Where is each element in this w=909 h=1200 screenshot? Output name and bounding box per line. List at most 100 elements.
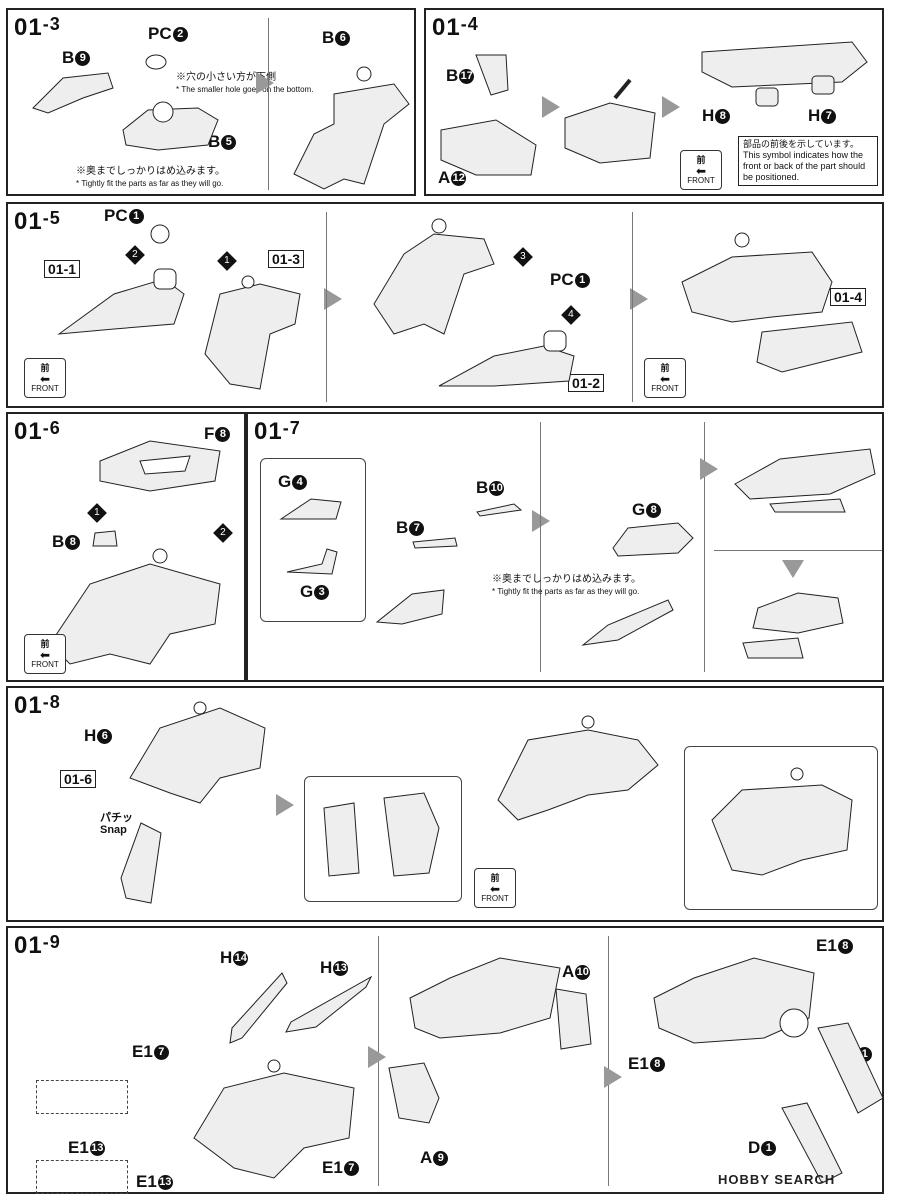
divider	[632, 212, 633, 402]
marker-3: 3	[513, 247, 533, 267]
front-symbol: 前⬅FRONT	[474, 868, 516, 908]
part-illustration-h8	[755, 87, 779, 107]
marker-1: 1	[217, 251, 237, 271]
part-illustration-g4	[279, 498, 342, 520]
part-illustration-a10	[555, 988, 592, 1050]
part-illustration-pc1	[150, 224, 170, 244]
step-label: 01-9	[14, 932, 61, 959]
part-illustration-body	[129, 701, 266, 804]
arrow-next	[276, 794, 294, 816]
marker-2: 2	[213, 523, 233, 543]
part-illustration-detail	[323, 792, 440, 877]
part-illustration-01-3	[204, 275, 301, 390]
front-symbol: 前⬅FRONT	[24, 358, 66, 398]
part-illustration-d1	[781, 1102, 843, 1184]
note-tight-fit: ※奥までしっかりはめ込みます。* Tightly fit the parts a…	[76, 166, 225, 188]
arrow-next	[256, 72, 274, 94]
divider	[704, 422, 705, 672]
part-illustration-a12	[440, 54, 537, 176]
arrow-next	[700, 458, 718, 480]
front-symbol: 前⬅FRONT	[644, 358, 686, 398]
arrow-next	[368, 1046, 386, 1068]
arrow-next	[604, 1066, 622, 1088]
part-illustration-b9	[32, 72, 114, 114]
part-illustration-assembly	[122, 101, 219, 151]
part-illustration-g3	[286, 548, 338, 575]
part-illustration-body-3	[653, 957, 815, 1044]
part-illustration-lower	[438, 330, 575, 387]
sub-assembly-box	[260, 458, 366, 622]
ref-01-3: 01-3	[268, 250, 305, 268]
step-label: 01-5	[14, 208, 61, 235]
marker-2: 2	[125, 245, 145, 265]
part-illustration-pc2	[145, 54, 167, 70]
divider	[608, 936, 609, 1186]
divider	[326, 212, 327, 402]
part-illustration-f8	[99, 440, 221, 492]
ref-01-4: 01-4	[830, 288, 867, 306]
marker-4: 4	[561, 305, 581, 325]
front-symbol: 前⬅FRONT	[24, 634, 66, 674]
ref-01-2: 01-2	[568, 374, 605, 392]
arrow-next	[662, 96, 680, 118]
part-illustration-frame	[581, 599, 674, 646]
part-illustration-upper	[373, 218, 495, 335]
arrow-next	[542, 96, 560, 118]
hobby-search-watermark: HOBBY SEARCH	[718, 1172, 836, 1187]
part-illustration-b8	[92, 530, 118, 547]
divider	[714, 550, 882, 551]
part-illustration-result	[293, 66, 410, 190]
part-illustration-hinge	[564, 78, 656, 164]
step-label: 01-6	[14, 418, 61, 445]
part-illustration-body	[49, 548, 221, 665]
part-illustration-h7	[811, 75, 835, 95]
step-label: 01-3	[14, 14, 61, 41]
ref-01-6: 01-6	[60, 770, 97, 788]
part-illustration-assembled	[497, 715, 659, 821]
divider	[540, 422, 541, 672]
part-illustration-a9	[388, 1062, 440, 1124]
part-illustration-h13	[285, 975, 373, 1033]
detail-box	[304, 776, 462, 902]
arrow-next	[532, 510, 550, 532]
note-tight-fit: ※奥までしっかりはめ込みます。* Tightly fit the parts a…	[492, 574, 641, 596]
front-symbol-explanation: 部品の前後を示しています。This symbol indicates how t…	[738, 136, 878, 186]
part-illustration-frame	[701, 41, 868, 88]
part-illustration-b7	[412, 537, 458, 549]
arrow-next	[324, 288, 342, 310]
divider	[268, 18, 269, 190]
part-illustration-result	[681, 232, 863, 373]
ref-01-1: 01-1	[44, 260, 81, 278]
step-label: 01-8	[14, 692, 61, 719]
